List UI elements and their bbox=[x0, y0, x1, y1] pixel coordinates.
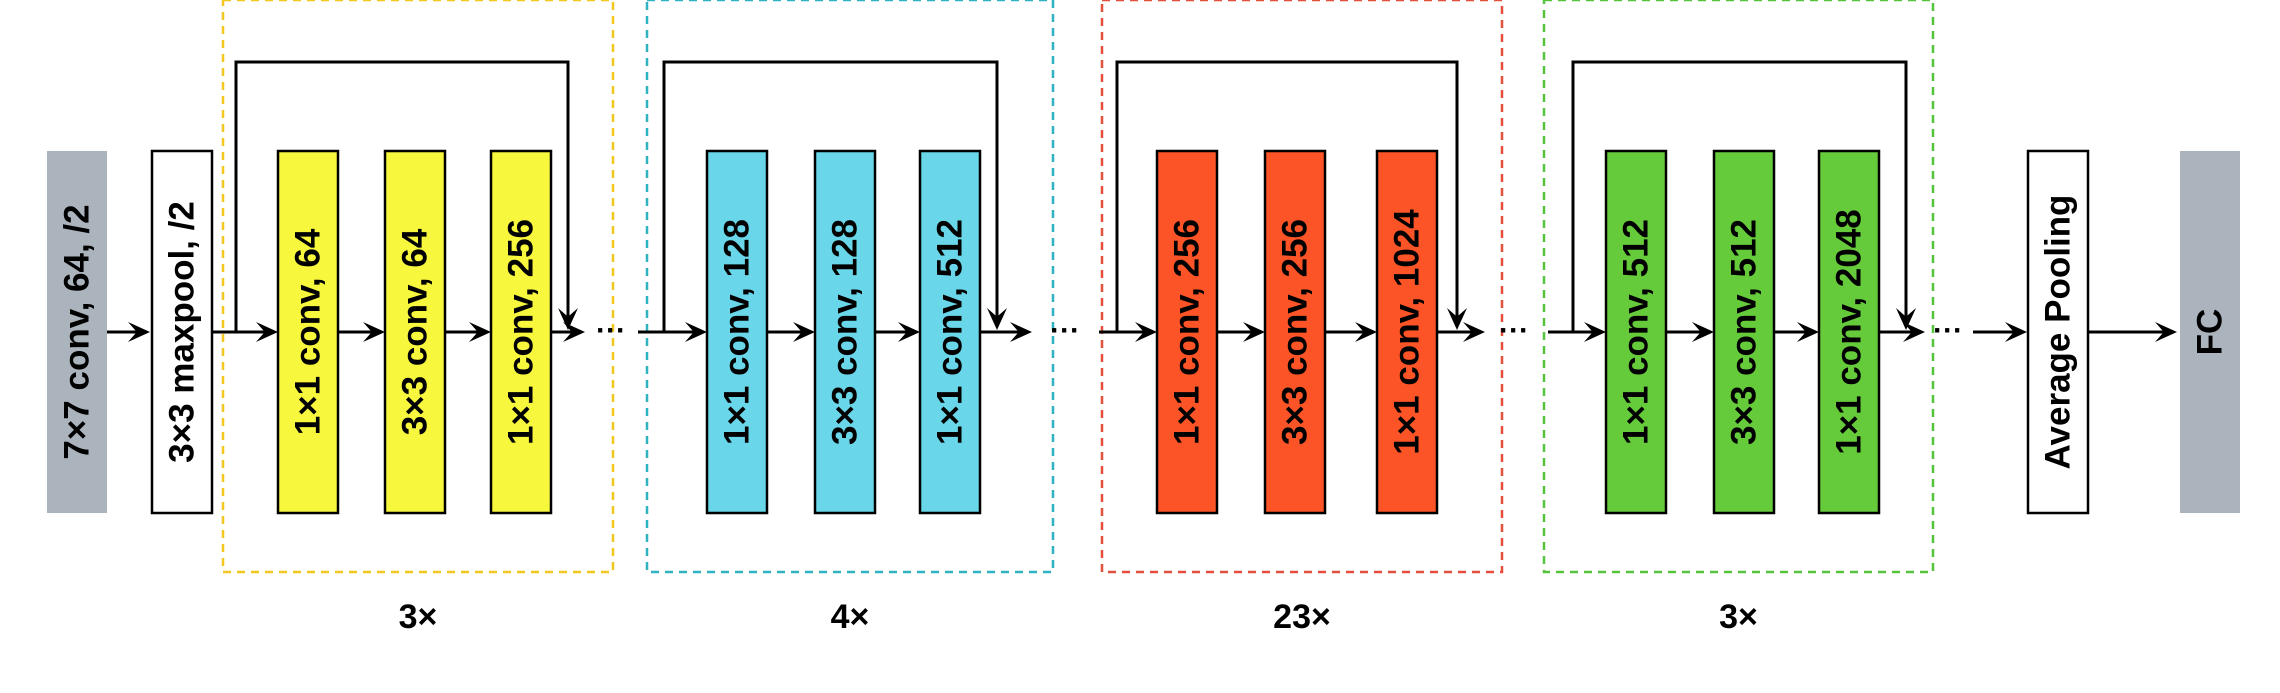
stage-3-skip-arrowhead bbox=[1447, 272, 1467, 330]
stage-3-frame bbox=[1100, 0, 1504, 574]
stage-3-exit-arrow bbox=[1437, 322, 1485, 342]
stage-4-layer-2-block bbox=[1712, 149, 1776, 515]
stage-3-layer-3-block bbox=[1375, 149, 1439, 515]
stage-3-layer-1-block-label: 1×1 conv, 256 bbox=[1168, 219, 1207, 445]
stage-2-frame bbox=[645, 0, 1055, 574]
fc-block bbox=[2180, 151, 2240, 513]
stage-3-skip-connection bbox=[1115, 60, 1459, 332]
stage-2-layer-2-block-label: 3×3 conv, 128 bbox=[826, 219, 865, 445]
stage-2-continuation-dots: ··· bbox=[1050, 314, 1080, 347]
stage-3-arrow-2-3 bbox=[1325, 322, 1377, 342]
stage-1-skip-connection bbox=[234, 60, 570, 332]
stage-4-continuation-dots: ··· bbox=[1933, 314, 1963, 347]
stage-2-repeat-label: 4× bbox=[831, 598, 870, 636]
stage-4-frame bbox=[1542, 0, 1935, 574]
stage-1-arrow-2-3 bbox=[445, 322, 491, 342]
stage-2-layer-1-block bbox=[705, 149, 769, 515]
stage-3-arrow-1-2 bbox=[1217, 322, 1265, 342]
stage-4-entry-arrow bbox=[1548, 322, 1606, 342]
stage-2-arrow-1-2 bbox=[767, 322, 815, 342]
stage-4-layer-1-block bbox=[1604, 149, 1668, 515]
stage-3-layer-2-block bbox=[1263, 149, 1327, 515]
stage-4-layer-3-block bbox=[1817, 149, 1881, 515]
stage-3-layer-2-block-label: 3×3 conv, 256 bbox=[1276, 219, 1315, 445]
stage-4-layer-2-block-label: 3×3 conv, 512 bbox=[1725, 219, 1764, 445]
stage-1-skip-arrowhead bbox=[558, 272, 578, 330]
stage-4-skip-connection bbox=[1571, 60, 1908, 332]
stage-2-skip-connection bbox=[662, 60, 999, 332]
stage-2-entry-arrow bbox=[638, 322, 707, 342]
stage-4-exit-arrow bbox=[1879, 322, 1925, 342]
arrow-into-fc bbox=[2088, 322, 2177, 342]
stage-1-repeat-label: 3× bbox=[399, 598, 438, 636]
stage-2-layer-2-block bbox=[813, 149, 877, 515]
stage-3-entry-arrow bbox=[1099, 322, 1157, 342]
stage-4-repeat-label: 3× bbox=[1719, 598, 1758, 636]
stem-maxpool-block bbox=[150, 149, 214, 515]
stem-maxpool-block-label: 3×3 maxpool, /2 bbox=[163, 201, 202, 463]
stage-3-repeat-label: 23× bbox=[1273, 598, 1331, 636]
stem-conv-block-label: 7×7 conv, 64, /2 bbox=[58, 204, 97, 459]
stage-2-layer-1-block-label: 1×1 conv, 128 bbox=[718, 219, 757, 445]
arrow-into-avgpool bbox=[1973, 322, 2027, 342]
stage-4-layer-3-block-label: 1×1 conv, 2048 bbox=[1830, 209, 1869, 455]
stage-1-layer-2-block bbox=[383, 149, 447, 515]
arrow-stem bbox=[107, 322, 150, 342]
stage-1-layer-1-block-label: 1×1 conv, 64 bbox=[289, 228, 328, 435]
stage-1-arrow-1-2 bbox=[338, 322, 385, 342]
stage-4-skip-arrowhead bbox=[1896, 272, 1916, 330]
stage-1-entry-arrow bbox=[212, 322, 278, 342]
stage-3-layer-3-block-label: 1×1 conv, 1024 bbox=[1388, 209, 1427, 455]
stage-4-arrow-2-3 bbox=[1774, 322, 1819, 342]
stage-2-exit-arrow bbox=[980, 322, 1032, 342]
stage-1-layer-3-block-label: 1×1 conv, 256 bbox=[502, 219, 541, 445]
fc-block-label: FC bbox=[2191, 309, 2230, 356]
stage-2-layer-3-block-label: 1×1 conv, 512 bbox=[931, 219, 970, 445]
stage-1-continuation-dots: ··· bbox=[596, 314, 626, 347]
stage-1-frame bbox=[221, 0, 615, 574]
stage-2-layer-3-block bbox=[918, 149, 982, 515]
stem-conv-block bbox=[47, 151, 107, 513]
stage-4-layer-1-block-label: 1×1 conv, 512 bbox=[1617, 219, 1656, 445]
average-pooling-block bbox=[2026, 149, 2090, 515]
stage-3-continuation-dots: ··· bbox=[1499, 314, 1529, 347]
stage-2-skip-arrowhead bbox=[987, 272, 1007, 330]
stage-2-arrow-2-3 bbox=[875, 322, 920, 342]
stage-4-arrow-1-2 bbox=[1666, 322, 1714, 342]
average-pooling-block-label: Average Pooling bbox=[2039, 195, 2078, 470]
stage-1-layer-2-block-label: 3×3 conv, 64 bbox=[396, 228, 435, 435]
